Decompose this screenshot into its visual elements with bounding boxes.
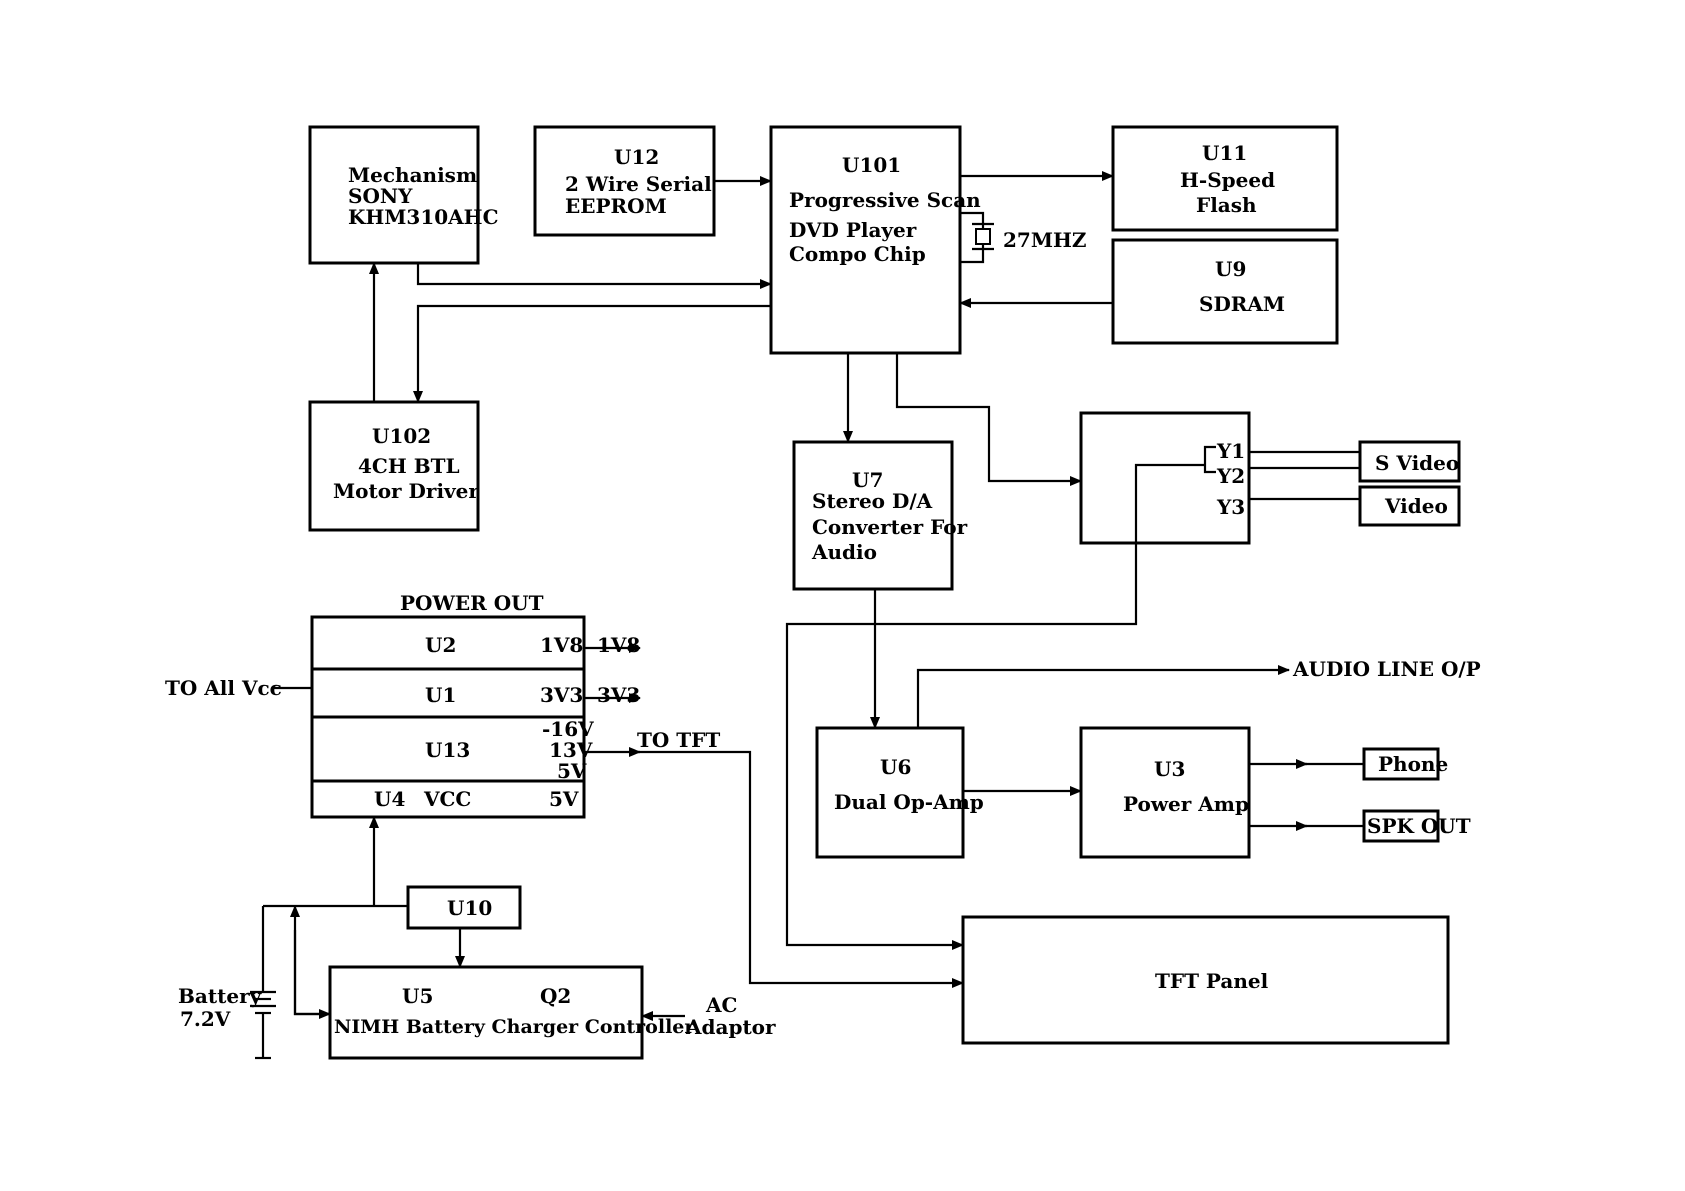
u102-label: U102 — [372, 424, 431, 448]
battery-symbol: Battery 7.2V — [178, 906, 276, 1060]
u9-sdram-block: U9 SDRAM — [1111, 238, 1339, 345]
u1-label: U1 — [425, 683, 456, 707]
y3-label: Y3 — [1216, 495, 1245, 519]
u4-vcc: VCC — [423, 787, 471, 811]
wire-y2-to-tft — [785, 463, 1205, 950]
u5-charger-block: U5 Q2 NIMH Battery Charger Controller — [328, 965, 695, 1060]
u101-dvd-chip-block: U101 Progressive Scan DVD Player Compo C… — [769, 125, 981, 355]
adaptor-label: Adaptor — [685, 1015, 776, 1039]
u12-line2: 2 Wire Serial — [565, 172, 712, 196]
u6-line2: Dual Op-Amp — [834, 790, 984, 814]
u12-line3: EEPROM — [565, 194, 667, 218]
wire-13v-to-tft — [636, 750, 964, 988]
u102-line2: 4CH BTL — [358, 454, 460, 478]
u7-line4: Audio — [811, 540, 877, 564]
u11-line2: H-Speed — [1180, 168, 1275, 192]
power-out-title: POWER OUT — [400, 591, 544, 615]
u2-output: 1V8 — [540, 633, 583, 657]
u12-label: U12 — [614, 145, 659, 169]
u5-label: U5 — [402, 984, 433, 1008]
audio-line-out-label: AUDIO LINE O/P — [1292, 657, 1481, 681]
phone-label: Phone — [1378, 752, 1448, 776]
u3-power-amp-block: U3 Power Amp — [1079, 726, 1251, 859]
u7-label: U7 — [852, 468, 883, 492]
wire-mech-to-u101 — [416, 263, 772, 289]
u11-label: U11 — [1202, 141, 1247, 165]
u9-label: U9 — [1215, 257, 1246, 281]
wire-u101-to-video — [895, 353, 1082, 486]
u2-label: U2 — [425, 633, 456, 657]
u6-label: U6 — [880, 755, 911, 779]
mechanism-label: Mechanism — [348, 163, 477, 187]
mechanism-brand: SONY — [348, 184, 413, 208]
wires — [263, 171, 1364, 1021]
u7-line2: Stereo D/A — [812, 489, 933, 513]
s-video-label: S Video — [1375, 451, 1459, 475]
u9-line2: SDRAM — [1199, 292, 1285, 316]
crystal-label: 27MHZ — [1003, 228, 1086, 252]
u102-line3: Motor Driver — [333, 479, 479, 503]
ac-label: AC — [705, 993, 737, 1017]
y2-label: Y2 — [1216, 464, 1245, 488]
phone-block: Phone — [1362, 747, 1448, 781]
crystal-27mhz: 27MHZ — [960, 211, 1086, 264]
to-tft-label: TO TFT — [637, 728, 720, 752]
output-1v8-label: 1V8 — [597, 633, 640, 657]
tft-panel-block: TFT Panel — [961, 915, 1450, 1045]
u101-line2: Progressive Scan — [789, 188, 981, 212]
battery-voltage: 7.2V — [180, 1007, 231, 1031]
battery-label: Battery — [178, 984, 263, 1008]
video-label: Video — [1384, 494, 1448, 518]
u13-output-13v: 13V — [549, 738, 593, 762]
output-3v3-label: 3V3 — [597, 683, 640, 707]
u3-line2: Power Amp — [1123, 792, 1249, 816]
s-video-block: S Video — [1358, 440, 1461, 483]
u102-motor-driver-block: U102 4CH BTL Motor Driver — [308, 400, 480, 532]
u12-eeprom-block: U12 2 Wire Serial EEPROM — [533, 125, 716, 237]
ac-adaptor-label: AC Adaptor — [685, 993, 776, 1039]
spk-out-block: SPK OUT — [1362, 809, 1471, 843]
u10-block: U10 — [406, 885, 522, 930]
u1-output: 3V3 — [540, 683, 583, 707]
wire-u6-to-audio-line — [916, 665, 1290, 728]
video-mux-block: Y1 Y2 Y3 — [1079, 411, 1251, 545]
u11-line3: Flash — [1196, 193, 1257, 217]
wire-u5-to-bus — [290, 905, 330, 1016]
u4-output: 5V — [549, 787, 579, 811]
y1-label: Y1 — [1216, 439, 1245, 463]
u5-line3: NIMH Battery Charger Controller — [334, 1016, 695, 1038]
u101-line3: DVD Player — [789, 218, 917, 242]
to-all-vcc-label: TO All Vcc — [165, 676, 282, 700]
u7-dac-block: U7 Stereo D/A Converter For Audio — [792, 440, 968, 591]
u101-label: U101 — [842, 153, 901, 177]
power-out-block: POWER OUT U2 1V8 U1 3V3 U13 -16V 13V 5V … — [310, 591, 594, 819]
video-block: Video — [1358, 485, 1461, 527]
u11-flash-block: U11 H-Speed Flash — [1111, 125, 1339, 232]
u13-label: U13 — [425, 738, 470, 762]
mechanism-block: Mechanism SONY KHM310AHC — [308, 125, 499, 265]
u3-label: U3 — [1154, 757, 1185, 781]
wire-bus-to-u5 — [293, 930, 331, 1019]
u6-op-amp-block: U6 Dual Op-Amp — [815, 726, 984, 859]
u101-line4: Compo Chip — [789, 242, 926, 266]
tft-panel-label: TFT Panel — [1155, 969, 1269, 993]
u13-output-5v: 5V — [557, 759, 587, 783]
u4-label: U4 — [374, 787, 405, 811]
u10-label: U10 — [447, 896, 492, 920]
u13-output-neg16v: -16V — [542, 717, 594, 741]
spk-out-label: SPK OUT — [1367, 814, 1471, 838]
q2-label: Q2 — [540, 984, 571, 1008]
mechanism-model: KHM310AHC — [348, 205, 499, 229]
wire-u101-to-u102 — [413, 304, 771, 403]
u7-line3: Converter For — [812, 515, 968, 539]
